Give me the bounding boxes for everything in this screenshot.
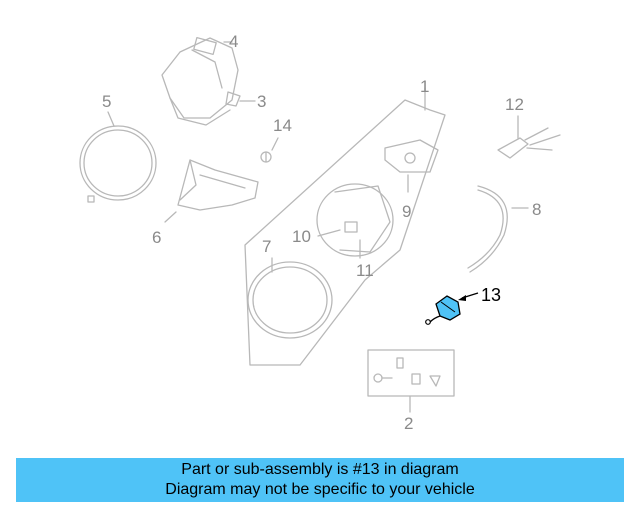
bracket-part-6 [164,159,259,223]
clip-part-3 [225,91,256,107]
banner-line-1: Part or sub-assembly is #13 in diagram [181,461,459,478]
highlighted-part-13 [425,292,479,325]
bulb-part-12 [497,115,561,159]
callout-11[interactable]: 11 [356,261,374,280]
parts-kit-part-2 [367,349,455,413]
info-banner: Part or sub-assembly is #13 in diagram D… [16,458,624,502]
lens-part-7 [247,257,333,339]
callout-2[interactable]: 2 [404,414,414,433]
headlamp-housing-part-1 [244,99,446,366]
callout-6[interactable]: 6 [152,228,162,247]
callout-10[interactable]: 10 [292,227,311,246]
ring-part-5 [79,111,157,203]
screw-part-14 [260,137,279,163]
callout-3[interactable]: 3 [257,92,267,111]
reflector-part-10 [316,183,394,259]
callout-1[interactable]: 1 [420,77,430,96]
socket-part-9 [384,139,439,193]
callout-5[interactable]: 5 [102,92,112,111]
callout-7[interactable]: 7 [262,237,272,256]
banner-line-2: Diagram may not be specific to your vehi… [165,481,475,498]
parts-diagram [79,36,561,413]
callout-4[interactable]: 4 [229,32,239,51]
socket-assembly-part-4 [161,36,239,126]
callout-9[interactable]: 9 [402,202,412,221]
callout-8[interactable]: 8 [532,200,542,219]
trim-strip-part-8 [467,185,529,273]
callout-14[interactable]: 14 [273,116,292,135]
callout-12[interactable]: 12 [505,95,524,114]
callout-13[interactable]: 13 [481,285,502,305]
